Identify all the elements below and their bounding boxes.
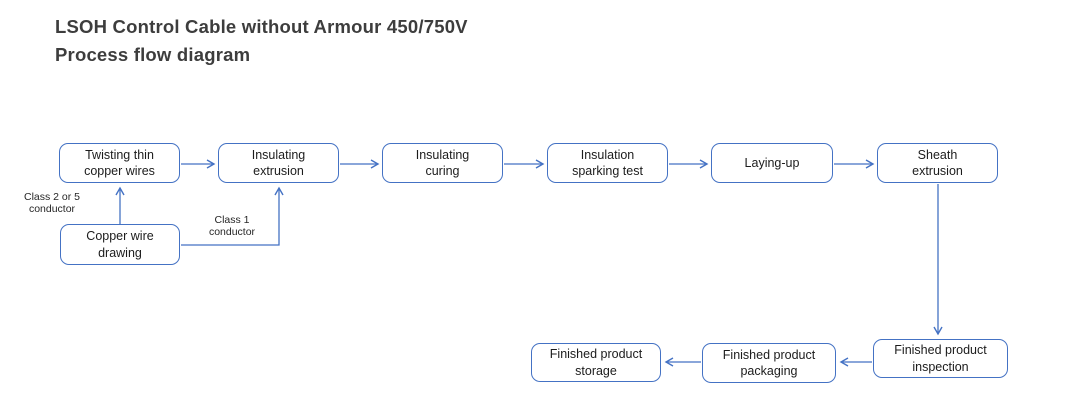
node-finished-product-packaging: Finished product packaging [702, 343, 836, 383]
node-finished-product-storage: Finished product storage [531, 343, 661, 382]
label-class-1-conductor: Class 1 conductor [208, 214, 256, 239]
node-twisting-thin-copper-wires: Twisting thin copper wires [59, 143, 180, 183]
label-class-2-or-5-conductor: Class 2 or 5 conductor [23, 191, 81, 216]
node-insulating-curing: Insulating curing [382, 143, 503, 183]
node-laying-up: Laying-up [711, 143, 833, 183]
arrow-copper-drawing-to-insulating-extrusion [181, 186, 284, 246]
node-sheath-extrusion: Sheath extrusion [877, 143, 998, 183]
node-copper-wire-drawing: Copper wire drawing [60, 224, 180, 265]
node-insulating-extrusion: Insulating extrusion [218, 143, 339, 183]
diagram-title-line2: Process flow diagram [55, 44, 251, 65]
node-finished-product-inspection: Finished product inspection [873, 339, 1008, 378]
node-insulation-sparking-test: Insulation sparking test [547, 143, 668, 183]
diagram-title: LSOH Control Cable without Armour 450/75… [55, 13, 468, 69]
diagram-title-line1: LSOH Control Cable without Armour 450/75… [55, 16, 468, 37]
